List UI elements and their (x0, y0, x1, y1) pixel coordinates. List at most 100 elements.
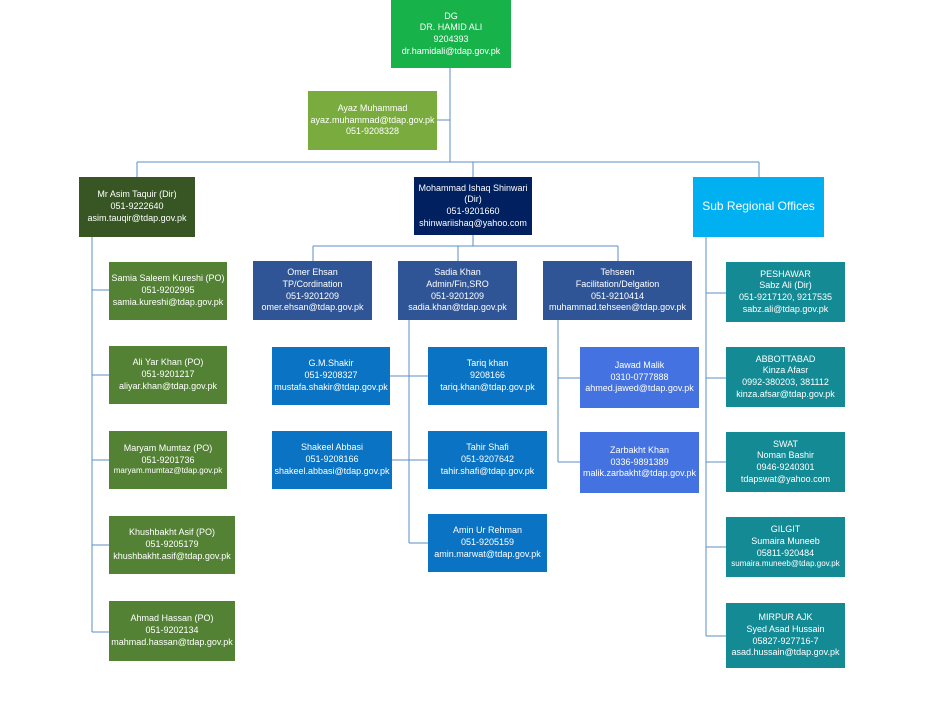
staff-phone: 051-9208327 (304, 370, 358, 381)
center-director-name: Mohammad Ishaq Shinwari (418, 182, 528, 193)
staff-phone: 051-9207642 (460, 454, 515, 465)
office-head: Kinza Afasr (762, 365, 809, 376)
office-head: Syed Asad Hussain (746, 623, 825, 634)
po-phone: 051-9201736 (141, 454, 195, 465)
center-director-box: Mohammad Ishaq Shinwari (Dir) 051-920166… (414, 177, 532, 235)
left-director-box: Mr Asim Taquir (Dir) 051-9222640 asim.ta… (79, 177, 195, 237)
dg-name: DR. HAMID ALI (419, 22, 483, 33)
staff-phone: 0310-0777888 (610, 371, 669, 382)
po-email: aliyar.khan@tdap.gov.pk (118, 380, 218, 391)
unit-head-name: Sadia Khan (434, 267, 481, 278)
staff-phone: 051-9205159 (460, 537, 515, 548)
staff-name: Tariq khan (466, 358, 509, 369)
sub-regional-title: Sub Regional Offices (702, 199, 815, 214)
office-city: SWAT (773, 438, 798, 449)
unit-head-email: omer.ehsan@tdap.gov.pk (261, 302, 364, 313)
staff-name: Shakeel Abbasi (300, 442, 364, 453)
office-city: ABBOTTABAD (755, 353, 816, 364)
dg-email: dr.hamidali@tdap.gov.pk (401, 45, 501, 56)
unit-head-email: muhammad.tehseen@tdap.gov.pk (548, 302, 687, 313)
staff-box: Zarbakht Khan 0336-9891389 malik.zarbakh… (580, 432, 699, 493)
po-box: Ahmad Hassan (PO) 051-9202134 mahmad.has… (109, 601, 235, 661)
office-email: kinza.afsar@tdap.gov.pk (736, 388, 835, 399)
dg-phone: 9204393 (433, 34, 469, 44)
po-email: samia.kureshi@tdap.gov.pk (112, 296, 224, 307)
unit-head-name: Omer Ehsan (287, 267, 338, 278)
office-city: MIRPUR AJK (758, 612, 813, 623)
staff-name: G.M.Shakir (308, 358, 354, 369)
office-city: PESHAWAR (760, 268, 811, 279)
office-head: Noman Bashir (756, 450, 815, 461)
unit-head-phone: 051-9201209 (285, 290, 340, 301)
staff-box: G.M.Shakir 051-9208327 mustafa.shakir@td… (272, 347, 390, 405)
dg-title: DG (444, 10, 458, 21)
unit-head-box: Omer Ehsan TP/Cordination 051-9201209 om… (253, 261, 372, 320)
office-phone: 051-9217120, 9217535 (738, 292, 833, 302)
staff-box: Amin Ur Rehman 051-9205159 amin.marwat@t… (428, 514, 547, 572)
staff-name: Jawad Malik (614, 359, 665, 370)
staff-email: tahir.shafi@tdap.gov.pk (440, 465, 535, 476)
regional-office-box: MIRPUR AJK Syed Asad Hussain 05827-92771… (726, 603, 845, 668)
staff-email: mustafa.shakir@tdap.gov.pk (274, 381, 388, 392)
staff-email: tariq.khan@tdap.gov.pk (440, 381, 535, 392)
po-box: Ali Yar Khan (PO) 051-9201217 aliyar.kha… (109, 346, 227, 404)
po-email: mahmad.hassan@tdap.gov.pk (111, 636, 233, 647)
po-phone: 051-9205179 (145, 539, 199, 550)
office-email: asad.hussain@tdap.gov.pk (731, 647, 840, 658)
po-box: Maryam Mumtaz (PO) 051-9201736 maryam.mu… (109, 431, 227, 489)
po-box: Samia Saleem Kureshi (PO) 051-9202995 sa… (109, 262, 227, 320)
unit-head-role: Admin/Fin,SRO (426, 278, 489, 289)
office-email: sabz.ali@tdap.gov.pk (742, 303, 829, 314)
po-name: Samia Saleem Kureshi (PO) (111, 273, 225, 284)
office-email: tdapswat@yahoo.com (740, 473, 831, 484)
left-director-name: Mr Asim Taquir (Dir) (97, 189, 177, 200)
office-phone: 05811-920484 (756, 547, 815, 558)
staff-box: Jawad Malik 0310-0777888 ahmed.jawed@tda… (580, 347, 699, 408)
staff-phone: 0336-9891389 (610, 456, 669, 467)
sub-regional-offices-box: Sub Regional Offices (693, 177, 824, 237)
staff-name: Amin Ur Rehman (452, 525, 523, 536)
office-phone: 0946-9240301 (756, 462, 815, 472)
unit-head-name: Tehseen (600, 267, 635, 278)
left-director-phone: 051-9222640 (110, 201, 164, 212)
assistant-email: ayaz.muhammad@tdap.gov.pk (310, 114, 435, 125)
po-phone: 051-9202134 (145, 625, 199, 636)
staff-box: Tariq khan 9208166 tariq.khan@tdap.gov.p… (428, 347, 547, 405)
staff-phone: 051-9208166 (305, 454, 359, 465)
po-email: khushbakht.asif@tdap.gov.pk (113, 550, 231, 561)
staff-email: malik.zarbakht@tdap.gov.pk (582, 468, 697, 479)
po-box: Khushbakht Asif (PO) 051-9205179 khushba… (109, 516, 235, 574)
po-name: Khushbakht Asif (PO) (128, 527, 216, 538)
staff-box: Shakeel Abbasi 051-9208166 shakeel.abbas… (272, 431, 392, 489)
assistant-phone: 051-9208328 (345, 126, 400, 137)
office-head: Sabz Ali (Dir) (759, 280, 812, 291)
unit-head-phone: 051-9210414 (590, 290, 645, 301)
office-phone: 0992-380203, 381112 (742, 377, 829, 387)
staff-email: ahmed.jawed@tdap.gov.pk (585, 383, 694, 394)
staff-name: Tahir Shafi (466, 442, 509, 453)
staff-name: Zarbakht Khan (609, 444, 670, 455)
regional-office-box: PESHAWAR Sabz Ali (Dir) 051-9217120, 921… (726, 262, 845, 322)
center-director-title: (Dir) (464, 194, 482, 205)
unit-head-email: sadia.khan@tdap.gov.pk (408, 302, 507, 313)
center-director-phone: 051-9201660 (446, 206, 500, 216)
unit-head-role: TP/Cordination (282, 278, 343, 289)
po-name: Ahmad Hassan (PO) (130, 613, 214, 624)
staff-email: shakeel.abbasi@tdap.gov.pk (274, 465, 390, 476)
unit-head-role: Facilitation/Delgation (575, 278, 660, 289)
office-phone: 05827-927716-7 (752, 635, 819, 646)
center-director-email: shinwariishaq@yahoo.com (419, 217, 527, 228)
unit-head-box: Sadia Khan Admin/Fin,SRO 051-9201209 sad… (398, 261, 517, 320)
po-phone: 051-9201217 (141, 369, 195, 380)
staff-email: amin.marwat@tdap.gov.pk (434, 548, 541, 559)
assistant-name: Ayaz Muhammad (337, 102, 408, 113)
dg-box: DG DR. HAMID ALI 9204393 dr.hamidali@tda… (391, 0, 511, 68)
po-name: Ali Yar Khan (PO) (132, 357, 204, 368)
unit-head-box: Tehseen Facilitation/Delgation 051-92104… (543, 261, 692, 320)
unit-head-phone: 051-9201209 (430, 290, 485, 301)
po-name: Maryam Mumtaz (PO) (123, 443, 213, 454)
regional-office-box: GILGIT Sumaira Muneeb 05811-920484 sumai… (726, 517, 845, 577)
assistant-box: Ayaz Muhammad ayaz.muhammad@tdap.gov.pk … (308, 91, 437, 150)
po-email: maryam.mumtaz@tdap.gov.pk (113, 466, 223, 476)
